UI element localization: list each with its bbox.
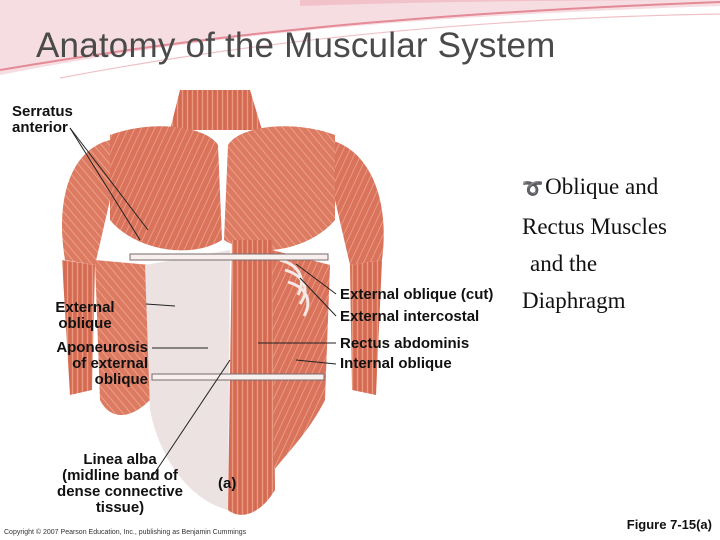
label-serratus-anterior: Serratus anterior	[12, 104, 73, 136]
label-aponeurosis: Aponeurosis of external oblique	[8, 340, 148, 388]
label-linea-alba-line4: tissue)	[95, 499, 145, 516]
label-external-oblique-line2: oblique	[58, 315, 112, 332]
label-external-oblique-line1: External	[55, 299, 115, 316]
label-aponeurosis-line1: Aponeurosis	[56, 339, 148, 356]
bullet-line-1-text: Oblique and	[545, 174, 659, 199]
slide-title: Anatomy of the Muscular System	[36, 26, 556, 65]
copyright-notice: Copyright © 2007 Pearson Education, Inc.…	[4, 529, 247, 536]
label-external-oblique: External oblique	[30, 300, 140, 332]
curl-bullet-icon: ➰	[522, 179, 544, 199]
section-bar-upper	[129, 253, 329, 261]
bullet-line-4: Diaphragm	[522, 288, 626, 313]
label-linea-alba-line3: dense connective	[57, 483, 183, 500]
right-arm	[350, 260, 382, 395]
label-panel-a: (a)	[218, 475, 237, 492]
right-pectoral	[224, 126, 335, 251]
bullet-line-3: and the	[530, 251, 598, 276]
label-linea-alba: Linea alba (midline band of dense connec…	[30, 452, 210, 516]
bullet-line-1: ➰Oblique and	[522, 168, 712, 208]
external-intercostal	[279, 258, 310, 317]
bullet-line-2: Rectus Muscles	[522, 214, 668, 239]
header-swoosh-decoration	[0, 0, 720, 79]
label-serratus-line1: Serratus	[12, 103, 73, 120]
muscle-anatomy-figure: Serratus anterior External oblique Apone…	[0, 90, 525, 540]
right-deltoid	[330, 140, 384, 265]
label-external-oblique-cut: External oblique (cut)	[340, 286, 494, 303]
label-aponeurosis-line3: oblique	[94, 371, 148, 388]
label-linea-alba-line1: Linea alba	[83, 451, 157, 468]
label-aponeurosis-line2: of external	[72, 355, 148, 372]
label-serratus-line2: anterior	[12, 119, 68, 136]
left-pectoral	[110, 126, 222, 251]
left-deltoid	[62, 140, 110, 265]
label-linea-alba-line2: (midline band of	[62, 467, 178, 484]
label-internal-oblique: Internal oblique	[340, 355, 452, 372]
neck-muscle	[170, 90, 262, 130]
torso-illustration	[62, 90, 384, 515]
bullet-point: ➰Oblique and Rectus Muscles and the Diap…	[522, 168, 712, 319]
figure-reference: Figure 7-15(a)	[626, 517, 712, 532]
section-bar-lower	[151, 373, 325, 381]
leader-lines	[69, 127, 337, 481]
label-rectus-abdominis: Rectus abdominis	[340, 335, 470, 352]
left-external-oblique	[95, 260, 150, 415]
left-arm	[62, 260, 95, 395]
label-external-intercostal: External intercostal	[340, 308, 480, 325]
